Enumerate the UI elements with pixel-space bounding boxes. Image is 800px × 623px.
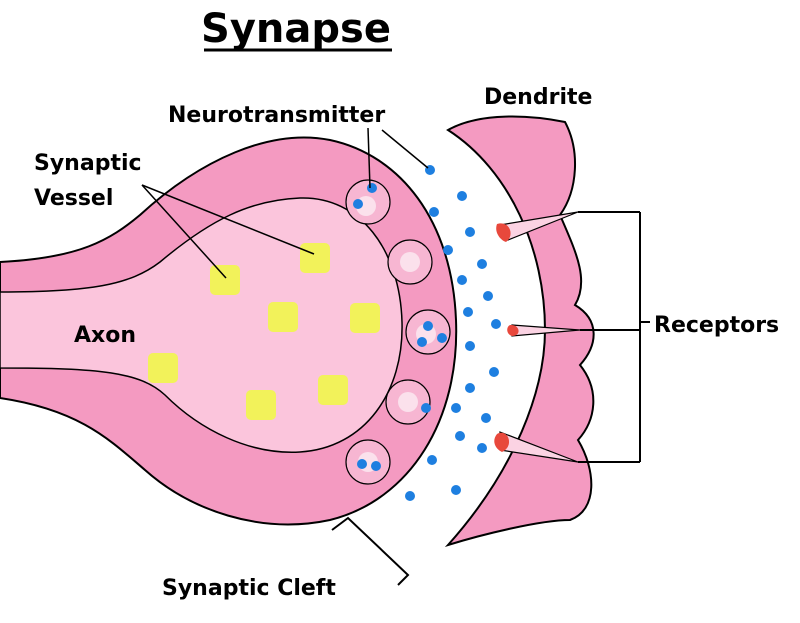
label-receptors: Receptors: [654, 313, 779, 338]
synaptic-vessel: [300, 243, 330, 273]
receptors-bracket: [578, 211, 650, 463]
synaptic-vessel-group: [148, 243, 380, 420]
dendrite-body: [444, 115, 595, 548]
label-synaptic-vessel-line1: Synaptic: [34, 151, 142, 176]
label-axon: Axon: [74, 323, 136, 348]
vesicle: [345, 179, 391, 225]
synaptic-vessel: [268, 302, 298, 332]
receptor: [494, 431, 579, 463]
receptor: [507, 324, 581, 337]
synaptic-vessel: [210, 265, 240, 295]
vesicle: [387, 239, 433, 285]
leader-lines: [141, 127, 429, 279]
diagram-title: Synapse: [201, 6, 391, 52]
label-synaptic-vessel-line2: Vessel: [34, 186, 113, 211]
vesicle: [405, 309, 451, 355]
synaptic-vessel: [318, 375, 348, 405]
receptor-group: [494, 211, 581, 463]
synaptic-vessel: [246, 390, 276, 420]
receptor: [496, 211, 579, 242]
synaptic-vessel: [148, 353, 178, 383]
synaptic-vessel: [350, 303, 380, 333]
neurotransmitter-dots: [353, 165, 501, 501]
vesicle: [385, 379, 431, 425]
label-dendrite: Dendrite: [484, 85, 592, 110]
vesicle-group: [345, 179, 451, 485]
vesicle: [345, 439, 391, 485]
label-synaptic-cleft: Synaptic Cleft: [162, 576, 336, 601]
label-neurotransmitter: Neurotransmitter: [168, 103, 385, 128]
synaptic-cleft-bracket: [331, 516, 410, 586]
